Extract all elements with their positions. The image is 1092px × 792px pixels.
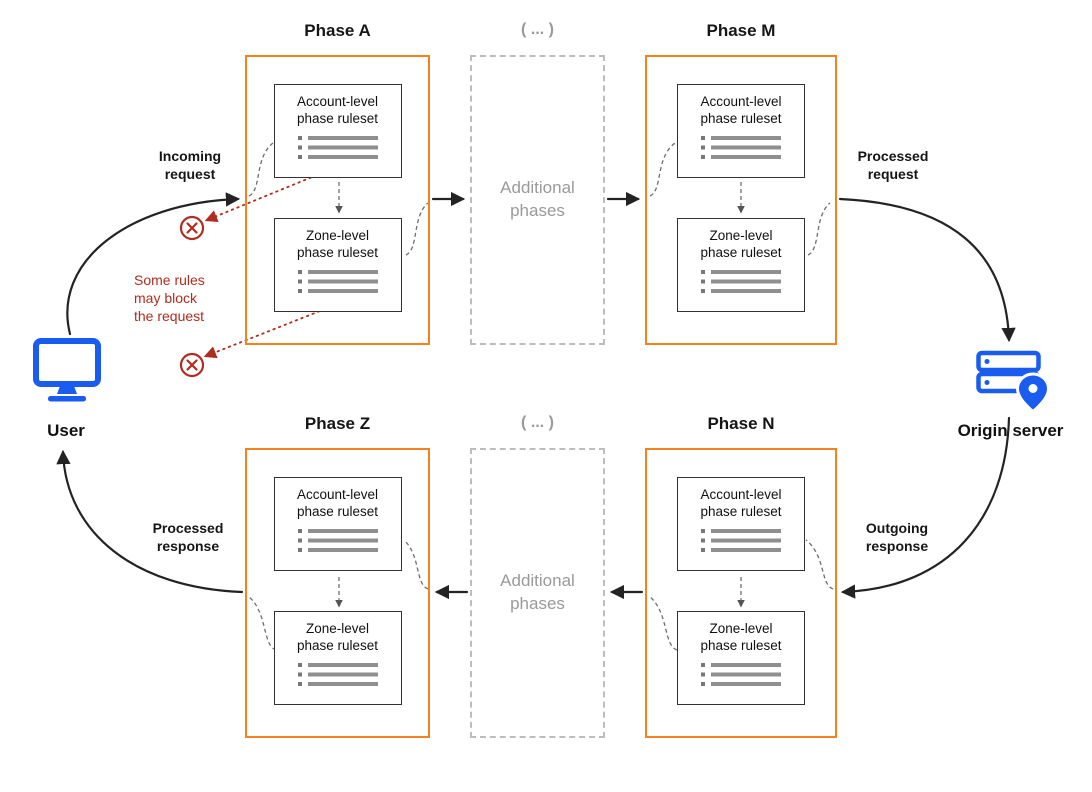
blocked-request-arrow-top [204, 172, 323, 223]
zone-ruleset-label: Zone-level phase ruleset [700, 228, 782, 260]
additional-phases-top-box: Additional phases [470, 55, 605, 345]
block-warning-label: Some rules may block the request [134, 272, 205, 325]
monitor-stand [57, 386, 77, 394]
account-ruleset-label: Account-level phase ruleset [700, 94, 782, 126]
list-lines-icon [297, 662, 378, 686]
monitor-base [48, 396, 86, 402]
arrow-origin-to-phase-n [840, 416, 1011, 599]
additional-phases-bottom-ellipsis: ( ... ) [521, 414, 554, 431]
origin-server-label: Origin server [957, 421, 1064, 440]
phase-m-zone-ruleset-box: Zone-level phase ruleset [677, 218, 805, 312]
arrow-user-to-phase-a [66, 192, 241, 336]
phase-a-zone-ruleset-box: Zone-level phase ruleset [273, 218, 402, 312]
server-led [984, 359, 990, 364]
phase-z-account-ruleset-box: Account-level phase ruleset [273, 477, 402, 571]
incoming-request-label: Incoming request [158, 148, 222, 183]
phase-z-zone-ruleset-box: Zone-level phase ruleset [273, 611, 402, 705]
cross-mark [186, 222, 198, 234]
monitor-icon [33, 338, 101, 402]
phase-n-account-ruleset-box: Account-level phase ruleset [677, 477, 805, 571]
phase-m-box: Account-level phase ruleset Zone-level p… [645, 55, 837, 345]
connector-phase-a-exit [405, 202, 429, 256]
phase-m-account-ruleset-box: Account-level phase ruleset [677, 84, 805, 178]
server-with-location-pin-icon [976, 350, 1051, 414]
list-lines-icon [701, 662, 781, 686]
additional-phases-bottom-box: Additional phases [470, 448, 605, 738]
connector-phase-m-entry [649, 142, 676, 197]
phase-n-zone-ruleset-box: Zone-level phase ruleset [677, 611, 805, 705]
phase-n-title: Phase N [707, 414, 775, 433]
connector-phase-z-entry [403, 539, 429, 590]
block-icon-top [179, 215, 205, 241]
arrow-phase-m-to-origin [838, 197, 1016, 343]
processed-response-label: Processed response [152, 520, 224, 555]
additional-phases-label: Additional phases [500, 178, 575, 220]
phase-a-account-ruleset-box: Account-level phase ruleset [273, 84, 402, 178]
monitor-screen [33, 338, 101, 387]
list-lines-icon [297, 269, 378, 293]
server-bar-top [976, 350, 1041, 373]
zone-ruleset-label: Zone-level phase ruleset [700, 621, 782, 653]
list-lines-icon [297, 135, 378, 159]
outgoing-response-label: Outgoing response [865, 520, 929, 555]
location-pin-icon [1015, 372, 1051, 414]
connector-phase-m-exit [807, 202, 831, 256]
server-led [984, 380, 990, 385]
list-lines-icon [701, 135, 781, 159]
block-icon-bottom [179, 352, 205, 378]
phase-z-box: Account-level phase ruleset Zone-level p… [245, 448, 430, 738]
user-label: User [47, 421, 85, 440]
phase-z-title: Phase Z [304, 414, 371, 433]
arrow-phase-z-to-user [56, 449, 244, 594]
pin-hole [1028, 384, 1038, 393]
account-ruleset-label: Account-level phase ruleset [700, 487, 782, 519]
account-ruleset-label: Account-level phase ruleset [296, 94, 379, 126]
connector-phase-n-entry [805, 539, 834, 590]
list-lines-icon [297, 528, 378, 552]
phase-a-title: Phase A [304, 21, 371, 40]
connector-phase-a-entry [248, 142, 274, 197]
account-ruleset-label: Account-level phase ruleset [296, 487, 379, 519]
phase-m-title: Phase M [706, 21, 776, 40]
phase-n-box: Account-level phase ruleset Zone-level p… [645, 448, 837, 738]
zone-ruleset-label: Zone-level phase ruleset [296, 228, 379, 260]
list-lines-icon [701, 269, 781, 293]
additional-phases-top-ellipsis: ( ... ) [521, 21, 554, 38]
zone-ruleset-label: Zone-level phase ruleset [296, 621, 379, 653]
list-lines-icon [701, 528, 781, 552]
phase-a-box: Account-level phase ruleset Zone-level p… [245, 55, 430, 345]
processed-request-label: Processed request [857, 148, 929, 183]
additional-phases-label: Additional phases [500, 571, 575, 613]
cross-mark [186, 359, 198, 371]
